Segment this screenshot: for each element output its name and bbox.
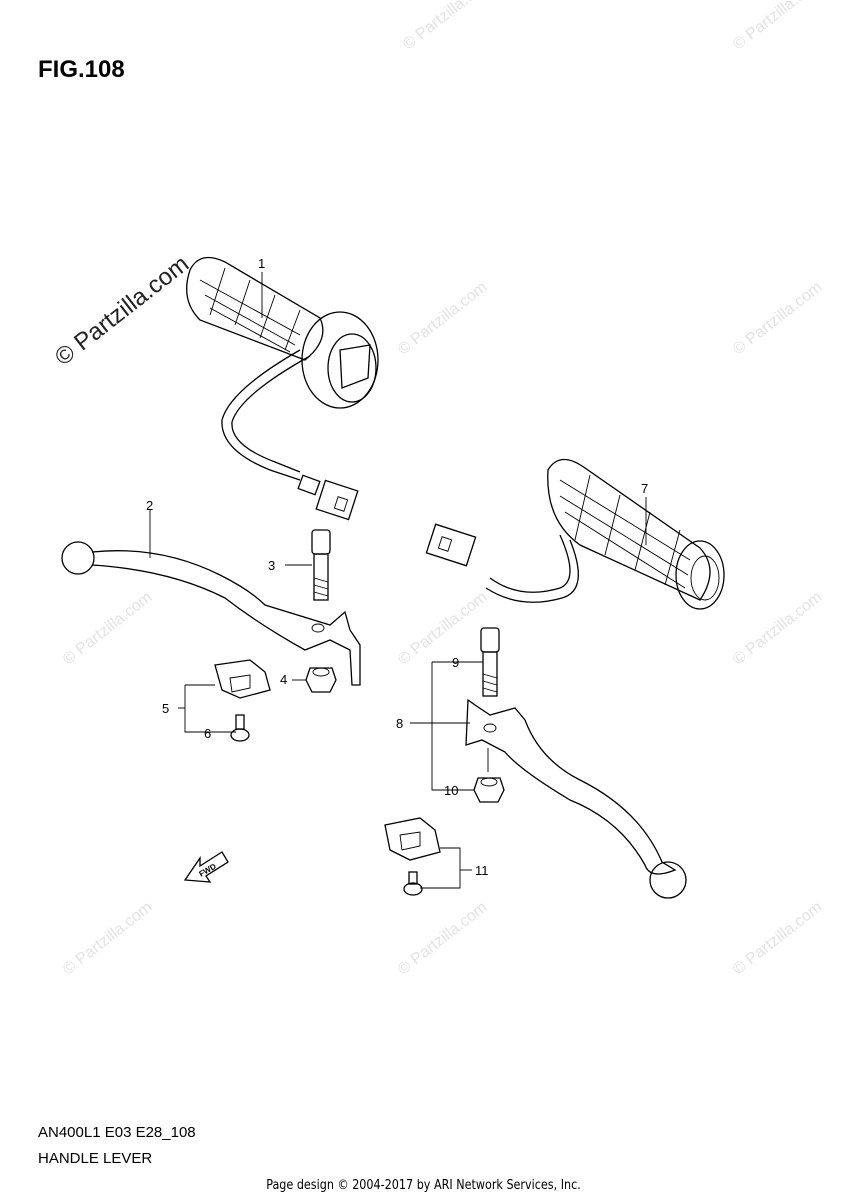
part-label-3: 3 bbox=[268, 558, 275, 573]
nut-4 bbox=[305, 667, 337, 693]
diagram-subtitle: HANDLE LEVER bbox=[38, 1150, 153, 1167]
nut-10 bbox=[473, 777, 505, 803]
left-lever bbox=[61, 541, 361, 686]
bolt-3 bbox=[311, 529, 331, 601]
model-code: AN400L1 E03 E28_108 bbox=[38, 1124, 196, 1141]
switch-11 bbox=[384, 817, 441, 896]
switch-5 bbox=[214, 659, 271, 699]
part-label-9: 9 bbox=[452, 655, 459, 670]
bolt-9 bbox=[480, 627, 500, 697]
figure-title: FIG.108 bbox=[38, 56, 125, 83]
part-label-10: 10 bbox=[444, 783, 458, 798]
left-grip-assembly bbox=[186, 256, 379, 521]
fwd-arrow-icon: FWD bbox=[183, 851, 229, 883]
part-label-5: 5 bbox=[162, 701, 169, 716]
page-footer: Page design © 2004-2017 by ARI Network S… bbox=[266, 1178, 581, 1193]
part-label-7: 7 bbox=[641, 481, 648, 496]
part-label-2: 2 bbox=[146, 498, 153, 513]
part-label-6: 6 bbox=[204, 726, 211, 741]
part-label-1: 1 bbox=[258, 256, 265, 271]
part-label-11: 11 bbox=[475, 863, 489, 878]
part-label-4: 4 bbox=[280, 672, 287, 687]
right-lever bbox=[465, 698, 687, 899]
screw-6 bbox=[230, 714, 250, 742]
part-label-8: 8 bbox=[396, 716, 403, 731]
right-grip-assembly bbox=[425, 458, 725, 610]
